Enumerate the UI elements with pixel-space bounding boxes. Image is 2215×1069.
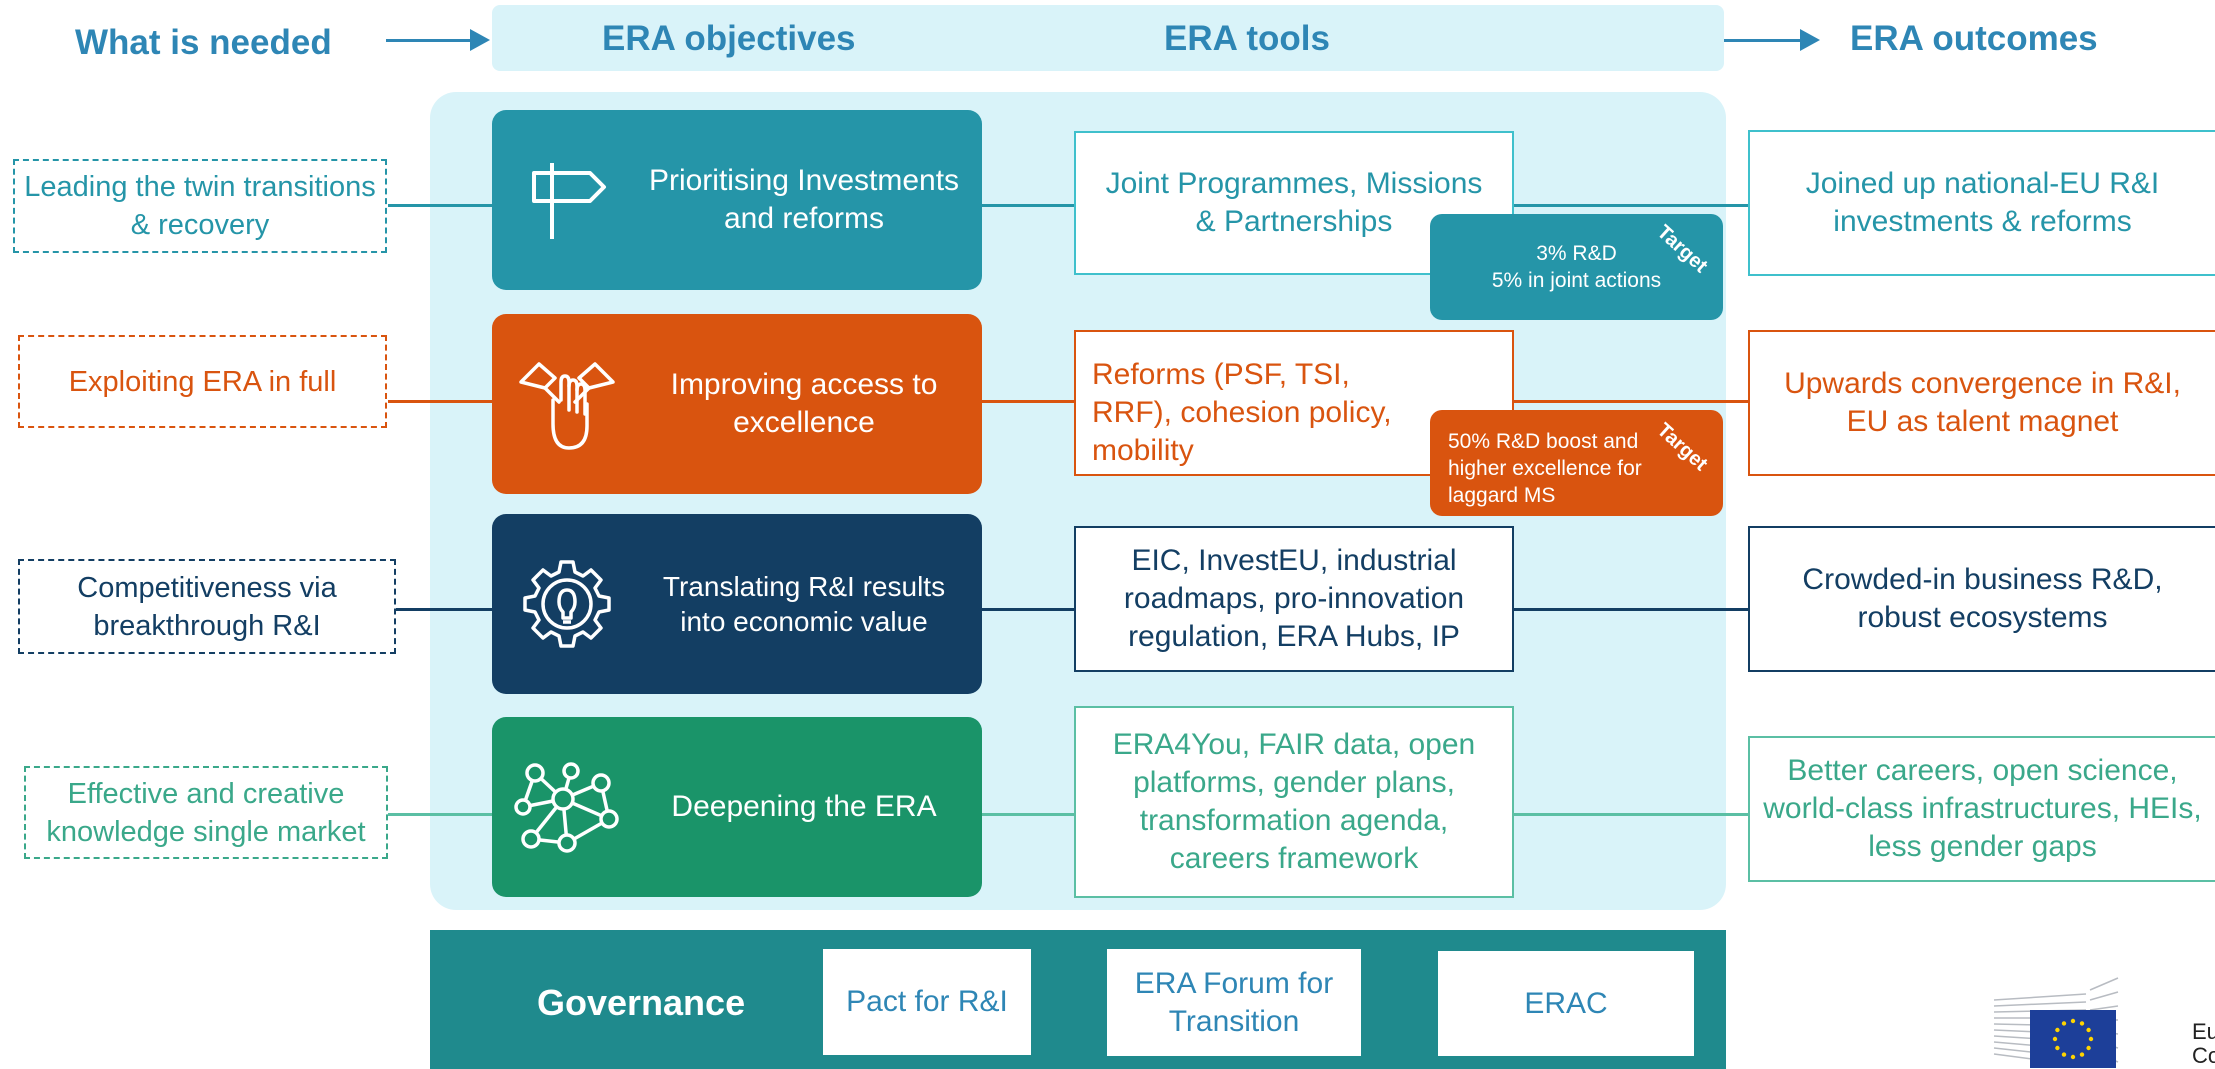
objective-label: Translating R&I results into economic va… [662, 571, 946, 637]
row1-outcome-connector [1512, 204, 1748, 207]
header-what-is-needed: What is needed [75, 23, 332, 62]
target-text: 3% R&D 5% in joint actions [1491, 242, 1662, 292]
joined-hands-icon [492, 314, 642, 494]
objective-prioritising: Prioritising Investments and reforms [492, 110, 982, 290]
objective-deepening-era: Deepening the ERA [492, 717, 982, 897]
row2-need-connector [388, 400, 492, 403]
need-box-twin-transitions: Leading the twin transitions & recovery [13, 159, 387, 253]
lightbulb-gear-icon [492, 514, 642, 694]
header-era-objectives: ERA objectives [602, 19, 856, 58]
tool-text: Reforms (PSF, TSI, RRF), cohesion policy… [1092, 358, 1392, 467]
row2-outcome-connector [1512, 400, 1748, 403]
row3-tool-connector [982, 608, 1074, 611]
target-text: 50% R&D boost and higher excellence for … [1448, 430, 1642, 507]
governance-erac: ERAC [1438, 951, 1694, 1056]
row3-outcome-connector [1512, 608, 1748, 611]
objective-improving-access: Improving access to excellence [492, 314, 982, 494]
header-era-tools: ERA tools [1164, 19, 1330, 58]
header-arrow-right-icon [1800, 29, 1820, 51]
row4-tool-connector [982, 813, 1074, 816]
logo-text-line1: Eu [2192, 1019, 2215, 1044]
outcome-box-joined-up: Joined up national-EU R&I investments & … [1748, 130, 2215, 276]
network-nodes-icon [492, 717, 642, 897]
row4-outcome-connector [1512, 813, 1748, 816]
objective-label: Deepening the ERA [671, 790, 937, 823]
target-box-row1: Target 3% R&D 5% in joint actions [1430, 214, 1723, 320]
target-box-row2: Target 50% R&D boost and higher excellen… [1430, 410, 1723, 516]
governance-era-forum: ERA Forum for Transition [1107, 949, 1361, 1056]
row1-need-connector [388, 204, 492, 207]
header-arrow-right-line [1724, 39, 1804, 42]
eu-flag-icon [2030, 1010, 2116, 1068]
governance-label: Governance [537, 982, 746, 1023]
row1-tool-connector [982, 204, 1074, 207]
objective-label: Prioritising Investments and reforms [648, 164, 960, 235]
row2-tool-connector [982, 400, 1074, 403]
objective-label: Improving access to excellence [670, 368, 938, 439]
header-arrow-left-icon [470, 29, 490, 51]
need-box-competitiveness: Competitiveness via breakthrough R&I [18, 559, 396, 654]
outcome-box-upwards-convergence: Upwards convergence in R&I, EU as talent… [1748, 330, 2215, 476]
header-era-outcomes: ERA outcomes [1850, 19, 2098, 58]
tool-box-eic-investeu: EIC, InvestEU, industrial roadmaps, pro-… [1074, 526, 1514, 672]
header-band [492, 5, 1724, 71]
outcome-box-crowded-in: Crowded-in business R&D, robust ecosyste… [1748, 526, 2215, 672]
governance-pact: Pact for R&I [823, 949, 1031, 1055]
row3-need-connector [396, 608, 492, 611]
row4-need-connector [388, 813, 512, 816]
signpost-icon [492, 110, 642, 290]
need-box-exploiting-era: Exploiting ERA in full [18, 335, 387, 428]
logo-text-line2: Co [2192, 1043, 2215, 1068]
header-arrow-left-line [386, 39, 476, 42]
objective-translating-results: Translating R&I results into economic va… [492, 514, 982, 694]
tool-box-era4you: ERA4You, FAIR data, open platforms, gend… [1074, 706, 1514, 898]
outcome-box-better-careers: Better careers, open science, world-clas… [1748, 736, 2215, 882]
eu-commission-logo: Eu Co [1990, 970, 2215, 1069]
need-box-knowledge-market: Effective and creative knowledge single … [24, 766, 388, 859]
